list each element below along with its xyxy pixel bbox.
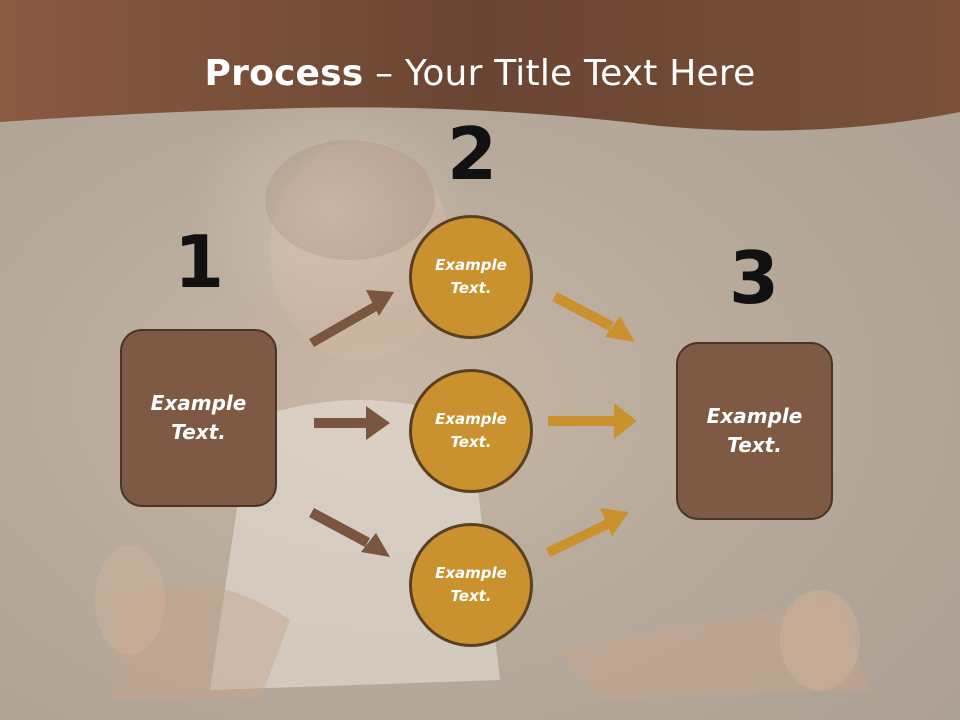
circle-middle-line2: Text. (450, 433, 492, 451)
step-3-box: Example Text. (676, 342, 833, 520)
step-2-circle-bottom: Example Text. (409, 523, 533, 647)
title-bold: Process (204, 53, 364, 94)
step-2-circle-middle: Example Text. (409, 369, 533, 493)
step-1-box: Example Text. (120, 329, 277, 507)
title-rest: – Your Title Text Here (363, 53, 756, 94)
circle-bottom-line2: Text. (450, 587, 492, 605)
step-number-2: 2 (446, 112, 498, 196)
circle-top-line1: Example (435, 256, 507, 274)
step-number-3: 3 (728, 236, 780, 320)
step-1-box-line1: Example (150, 391, 247, 415)
step-number-1: 1 (173, 220, 225, 304)
slide-title: Process – Your Title Text Here (0, 52, 960, 96)
arrow-left-down (309, 508, 390, 557)
step-1-box-line2: Text. (171, 420, 226, 444)
arrow-left-middle (314, 406, 390, 440)
circle-middle-line1: Example (435, 410, 507, 428)
step-2-circle-top: Example Text. (409, 215, 533, 339)
arrow-right-down (546, 508, 629, 557)
arrow-right-middle (548, 403, 637, 439)
step-3-box-line1: Example (706, 404, 803, 428)
header-band (0, 0, 960, 131)
circle-bottom-line1: Example (435, 564, 507, 582)
arrow-left-up (309, 290, 394, 347)
circle-top-line2: Text. (450, 279, 492, 297)
arrow-right-up (552, 292, 635, 342)
step-3-box-line2: Text. (727, 433, 782, 457)
